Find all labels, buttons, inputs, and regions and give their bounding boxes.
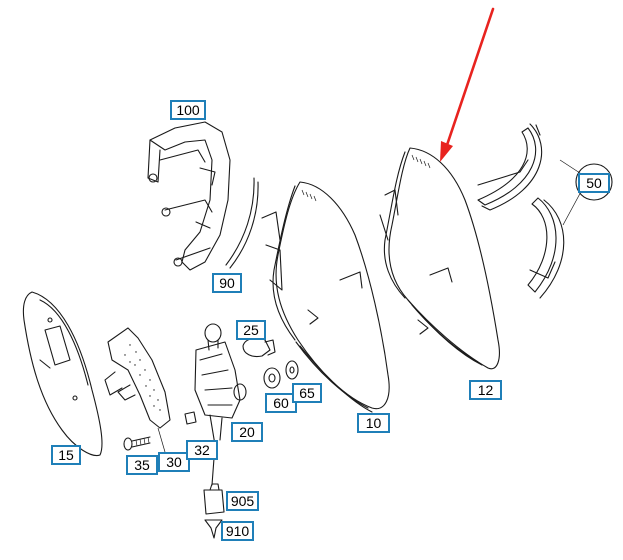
part-label-15[interactable]: 15: [51, 445, 81, 465]
part-label-30[interactable]: 30: [158, 452, 190, 472]
lamp-housing-10-drawing: [261, 181, 390, 413]
part-label-25[interactable]: 25: [236, 320, 266, 340]
gasket-32-drawing: [184, 411, 197, 425]
seal-strip-90-drawing: [225, 177, 259, 269]
circuit-carrier-30-drawing: [104, 327, 171, 453]
part-label-12[interactable]: 12: [469, 380, 502, 400]
part-label-10[interactable]: 10: [357, 413, 390, 433]
bracket-100-drawing: [147, 121, 231, 271]
connector-905-drawing: [203, 483, 225, 515]
bulb-25-drawing: [242, 337, 276, 358]
part-label-65[interactable]: 65: [292, 383, 322, 403]
part-label-35[interactable]: 35: [126, 455, 158, 475]
part-label-50[interactable]: 50: [578, 173, 610, 193]
part-label-905[interactable]: 905: [226, 491, 259, 511]
pin-910-drawing: [204, 519, 223, 539]
part-label-100[interactable]: 100: [170, 100, 206, 120]
part-label-60[interactable]: 60: [265, 393, 297, 413]
screw-35-drawing: [123, 436, 151, 451]
part-label-20[interactable]: 20: [231, 422, 263, 442]
trim-pieces-50-drawing: [477, 123, 613, 299]
washer-65-drawing: [285, 360, 299, 380]
part-label-32[interactable]: 32: [186, 440, 218, 460]
bulb-holder-20-drawing: [194, 323, 247, 486]
lamp-housing-12-drawing: [379, 147, 500, 370]
cover-panel-15-drawing: [22, 291, 103, 457]
part-label-910[interactable]: 910: [221, 521, 254, 541]
pointer-arrow: [440, 7, 495, 162]
grommet-60-drawing: [263, 367, 281, 389]
part-label-90[interactable]: 90: [212, 273, 242, 293]
